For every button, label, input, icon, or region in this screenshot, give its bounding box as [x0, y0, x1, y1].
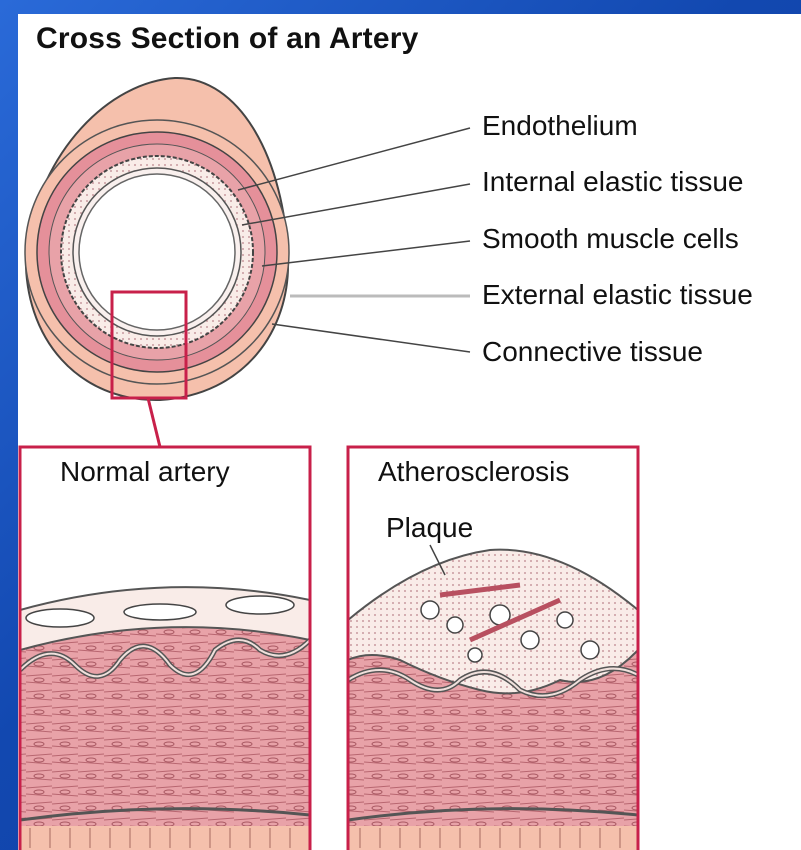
figure-title: Cross Section of an Artery: [36, 22, 419, 56]
label-external-elastic-tissue: External elastic tissue: [482, 279, 753, 311]
label-internal-elastic-tissue: Internal elastic tissue: [482, 166, 743, 198]
label-plaque: Plaque: [386, 512, 473, 544]
artery-cross-section: [25, 78, 289, 400]
label-smooth-muscle-cells: Smooth muscle cells: [482, 223, 739, 255]
normal-artery-inset: [20, 447, 310, 850]
label-connective-tissue: Connective tissue: [482, 336, 703, 368]
label-normal-artery: Normal artery: [60, 456, 230, 488]
zoom-connector: [148, 398, 160, 447]
artery-lumen: [79, 174, 235, 330]
label-endothelium: Endothelium: [482, 110, 638, 142]
atherosclerosis-inset: [348, 447, 638, 850]
label-atherosclerosis: Atherosclerosis: [378, 456, 569, 488]
